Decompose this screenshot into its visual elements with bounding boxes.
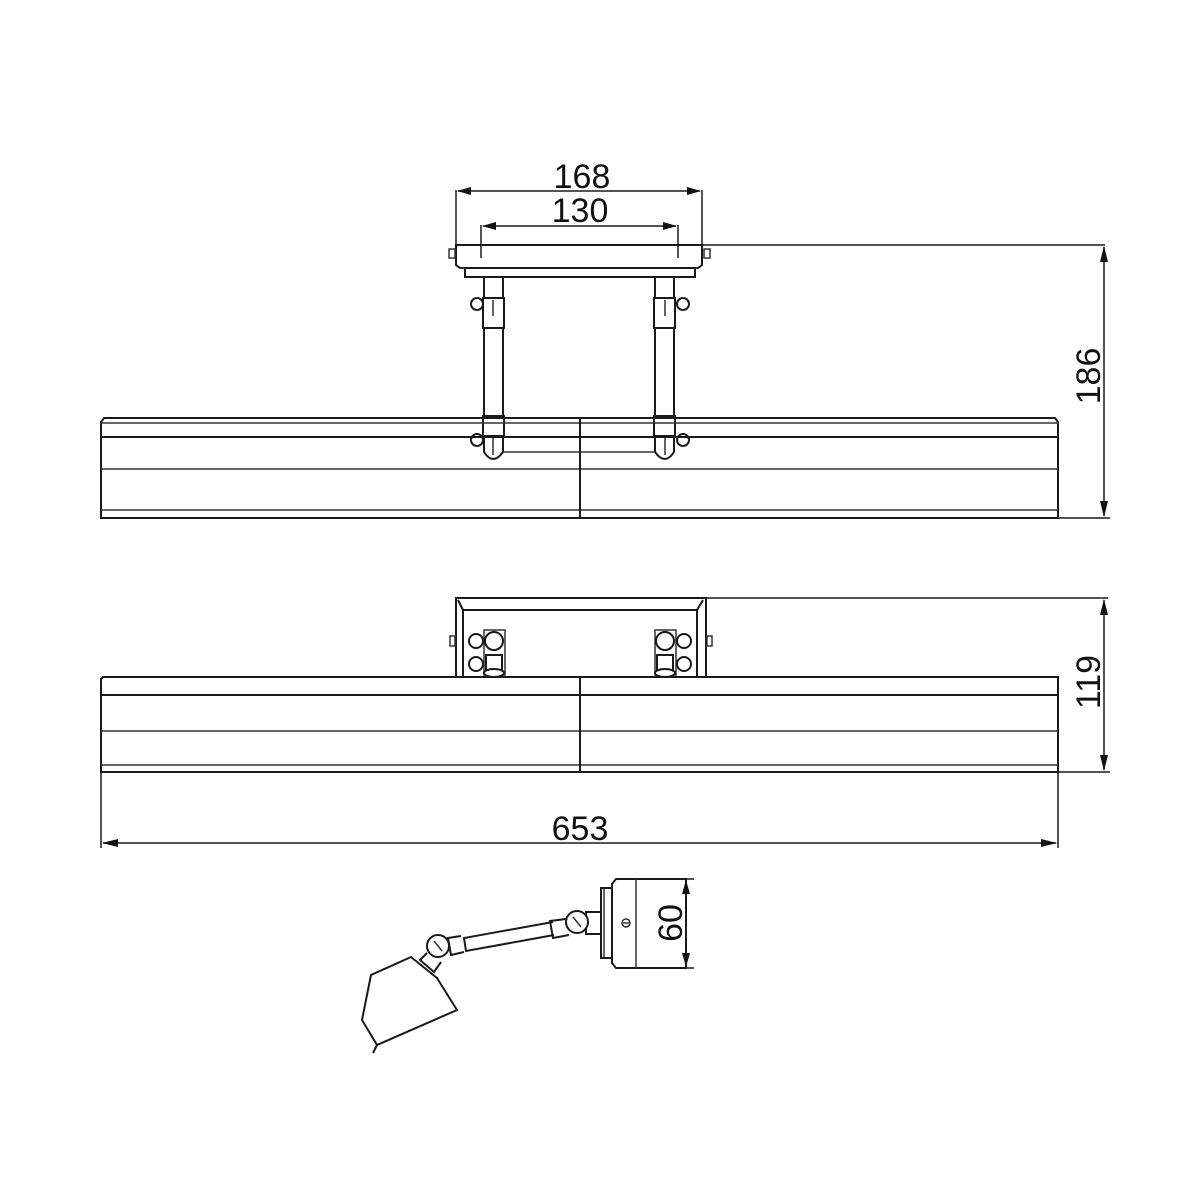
side-view: 60 xyxy=(360,878,694,1054)
left-joint-front xyxy=(468,629,506,678)
wall-bracket-plate xyxy=(448,244,1105,278)
front-view: 119 653 xyxy=(100,597,1110,848)
dimension-label-653: 653 xyxy=(552,810,609,848)
lamp-shade xyxy=(360,955,459,1054)
light-bar-front xyxy=(100,676,1059,773)
light-bar-top xyxy=(100,417,1059,519)
dimension-label-119: 119 xyxy=(1070,655,1108,709)
dimension-label-60: 60 xyxy=(652,904,690,942)
dimension-186: 186 xyxy=(1058,246,1110,519)
left-arm xyxy=(470,276,505,460)
right-arm xyxy=(653,276,690,460)
side-arm xyxy=(418,910,602,974)
right-joint-front xyxy=(654,629,692,678)
dimension-label-168: 168 xyxy=(554,158,611,196)
dimension-119: 119 xyxy=(1058,599,1110,773)
dimension-label-186: 186 xyxy=(1070,348,1108,405)
backplate-front xyxy=(449,597,1108,677)
top-view: 168 130 xyxy=(100,158,1110,519)
dimension-130: 130 xyxy=(480,192,679,258)
dimension-label-130: 130 xyxy=(552,192,609,230)
dimension-168: 168 xyxy=(455,158,703,255)
dimension-60: 60 xyxy=(652,878,694,969)
dimension-653: 653 xyxy=(100,772,1059,848)
